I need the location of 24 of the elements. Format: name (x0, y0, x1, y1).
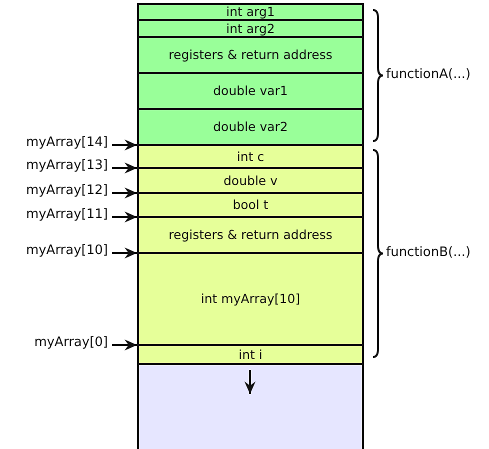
stack-cell: bool t (137, 192, 364, 218)
stack-cell: int myArray[10] (137, 252, 364, 346)
pointer-arrow (112, 162, 137, 174)
stack-cell: int i (137, 344, 364, 365)
pointer-arrow (112, 339, 137, 351)
stack-cell: double var1 (137, 72, 364, 110)
function-label: functionB(...) (386, 246, 471, 260)
pointer-label: myArray[14] (26, 134, 108, 152)
stack-cell: registers & return address (137, 216, 364, 254)
stack-cell: registers & return address (137, 36, 364, 74)
stack-cell: int c (137, 144, 364, 169)
pointer-arrow (112, 139, 137, 151)
pointer-arrow (112, 187, 137, 199)
function-label: functionA(...) (386, 68, 471, 82)
free-memory-region (137, 363, 364, 449)
pointer-arrow (112, 247, 137, 259)
stack-cell: double var2 (137, 108, 364, 146)
pointer-label: myArray[11] (26, 206, 108, 224)
pointer-label: myArray[0] (34, 334, 108, 352)
pointer-arrow (112, 211, 137, 223)
pointer-label: myArray[10] (26, 242, 108, 260)
stack-cell: double v (137, 167, 364, 194)
pointer-label: myArray[12] (26, 182, 108, 200)
pointer-label: myArray[13] (26, 157, 108, 175)
